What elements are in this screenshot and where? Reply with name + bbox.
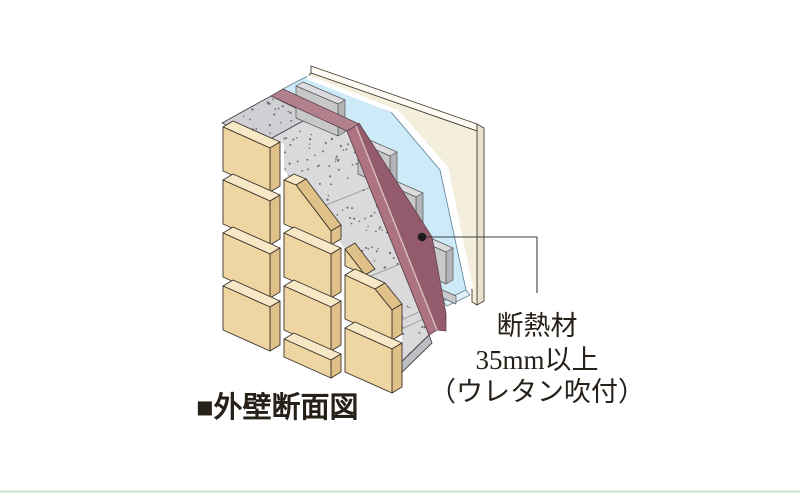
diagram-caption: ■外壁断面図 [196,391,359,424]
tile [344,321,403,394]
interior-board-layer [307,65,485,306]
bottom-divider-line [0,490,800,493]
tile [283,226,342,299]
annotation-line-3: （ウレタン吹付） [429,377,645,407]
board-side-edge [476,123,485,306]
tile-layer [222,120,403,394]
callout: 断熱材 35mm以上 （ウレタン吹付） [417,232,645,407]
leader-line [422,236,538,293]
tile-clipped [283,332,342,379]
insulation-highlight-line [355,125,438,331]
leader-dot [417,232,427,242]
annotation-line-2: 35mm以上 [475,345,598,375]
annotation-line-1: 断熱材 [497,311,578,341]
insulation-layer [270,88,447,336]
tile [222,279,281,352]
plasterboard-bottom-edge [442,289,471,307]
board-gap-seam [306,74,474,290]
